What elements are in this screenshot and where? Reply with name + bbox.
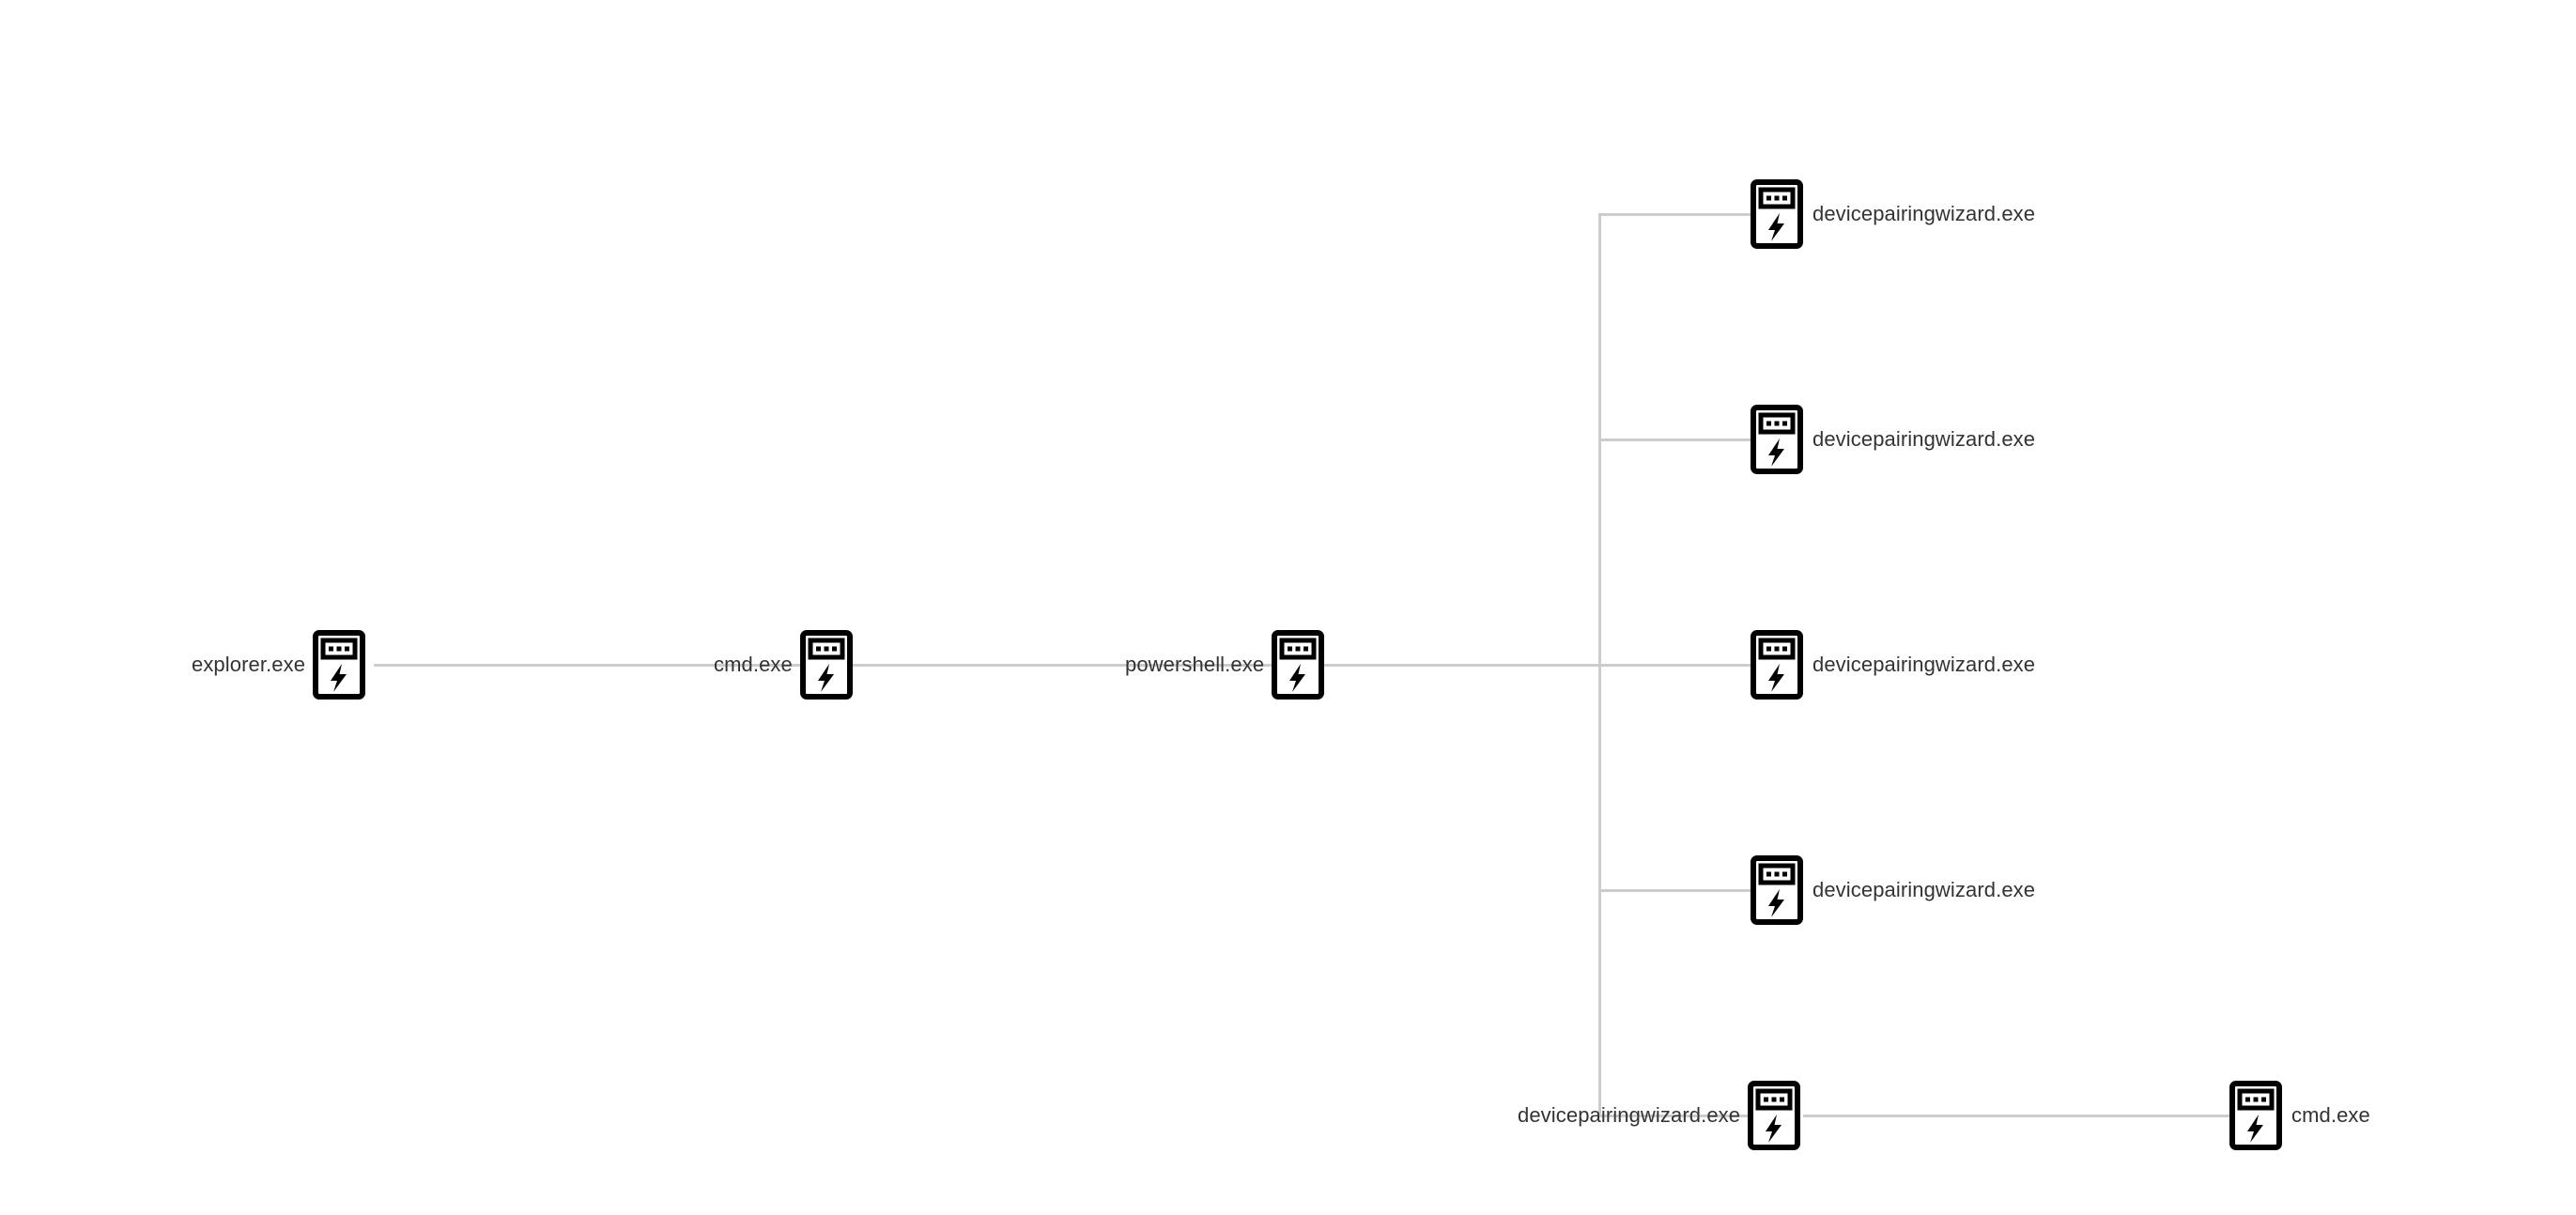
process-executable-icon (799, 630, 853, 700)
process-node-devicepairingwizard-3[interactable]: devicepairingwizard.exe (1751, 630, 2035, 700)
process-executable-icon (313, 630, 366, 700)
process-executable-icon (1751, 405, 1803, 474)
process-executable-icon (2229, 1081, 2282, 1150)
process-label: devicepairingwizard.exe (1812, 427, 2036, 451)
process-node-cmd-1[interactable]: cmd.exe (714, 630, 853, 700)
edge-trunk-to-dpw2 (1598, 438, 1751, 441)
edge-trunk-to-dpw4 (1598, 889, 1751, 892)
edge-dpw5-to-cmd (1803, 1115, 2229, 1117)
process-label: explorer.exe (192, 653, 306, 676)
process-node-devicepairingwizard-2[interactable]: devicepairingwizard.exe (1751, 405, 2035, 474)
process-label: devicepairingwizard.exe (1812, 653, 2036, 676)
edge-trunk-to-dpw1 (1598, 213, 1751, 216)
process-node-devicepairingwizard-5[interactable]: devicepairingwizard.exe (1518, 1081, 1801, 1150)
process-node-explorer[interactable]: explorer.exe (192, 630, 366, 700)
process-executable-icon (1272, 630, 1325, 700)
process-node-devicepairingwizard-4[interactable]: devicepairingwizard.exe (1751, 855, 2035, 925)
process-executable-icon (1751, 855, 1803, 925)
edge-powershell-to-trunk (1330, 664, 1600, 667)
process-label: cmd.exe (714, 653, 793, 676)
process-label: powershell.exe (1125, 653, 1265, 676)
process-executable-icon (1751, 630, 1803, 700)
process-executable-icon (1751, 179, 1803, 249)
process-executable-icon (1748, 1081, 1801, 1150)
process-label: cmd.exe (2291, 1103, 2370, 1127)
process-node-cmd-2[interactable]: cmd.exe (2229, 1081, 2370, 1150)
process-label: devicepairingwizard.exe (1518, 1103, 1741, 1127)
edge-trunk-to-dpw3 (1598, 664, 1751, 667)
edge-trunk-to-dpw5 (1598, 1115, 1751, 1117)
edge-explorer-to-cmd (374, 664, 853, 667)
edge-cmd-to-powershell (853, 664, 1330, 667)
process-label: devicepairingwizard.exe (1812, 878, 2036, 901)
process-node-powershell[interactable]: powershell.exe (1125, 630, 1325, 700)
process-label: devicepairingwizard.exe (1812, 202, 2036, 225)
process-node-devicepairingwizard-1[interactable]: devicepairingwizard.exe (1751, 179, 2035, 249)
